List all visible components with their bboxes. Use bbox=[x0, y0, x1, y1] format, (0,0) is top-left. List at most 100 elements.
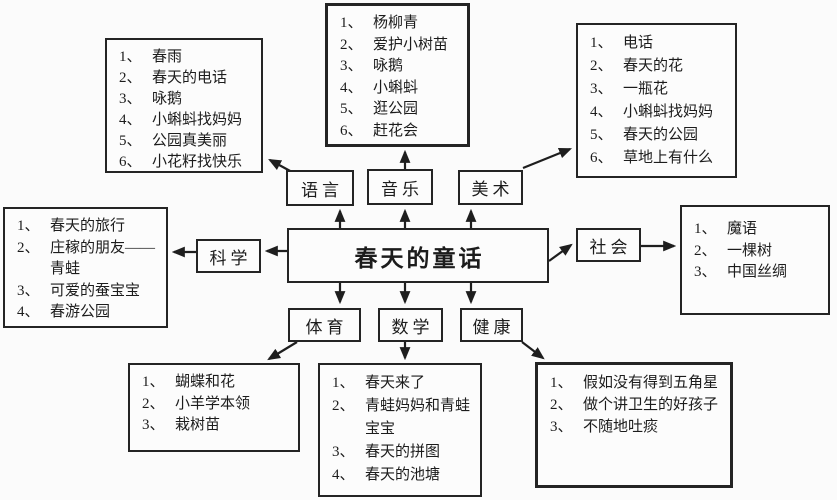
list-item: 3、可爱的蚕宝宝 bbox=[17, 281, 162, 303]
list-item-text: 春天的旅行 bbox=[50, 218, 126, 234]
list-item: 4、春天的池塘 bbox=[332, 464, 476, 487]
list-item: 3、咏鹅 bbox=[340, 56, 463, 78]
list-item-number: 3、 bbox=[550, 419, 573, 435]
arrow-center-to-society bbox=[548, 243, 573, 262]
list-item: 4、小蝌蚪找妈妈 bbox=[590, 101, 731, 124]
list-item: 2、春天的电话 bbox=[119, 68, 257, 89]
list-item-number: 2、 bbox=[332, 398, 355, 414]
list-item-text: 春天的电话 bbox=[152, 70, 228, 86]
list-item: 5、公园真美丽 bbox=[119, 131, 257, 152]
list-item-text: 不随地吐痰 bbox=[583, 419, 659, 435]
list-item-text: 草地上有什么 bbox=[623, 150, 714, 166]
list-item-text: 假如没有得到五角星 bbox=[583, 375, 719, 391]
list-item: 2、春天的花 bbox=[590, 55, 731, 78]
list-item-number: 6、 bbox=[119, 154, 142, 170]
list-item-number: 2、 bbox=[17, 239, 40, 256]
science-label: 科学 bbox=[196, 239, 261, 273]
list-item-number: 1、 bbox=[340, 15, 363, 31]
list-item-text: 春游公园 bbox=[50, 304, 111, 320]
list-item-text: 魔语 bbox=[727, 221, 758, 237]
list-item: 4、春游公园 bbox=[17, 302, 162, 324]
list-item: 4、小蝌蚪找妈妈 bbox=[119, 110, 257, 131]
arrow-art-to-list bbox=[522, 147, 573, 170]
list-item-text: 电话 bbox=[623, 35, 654, 51]
list-item-number: 3、 bbox=[590, 81, 613, 97]
list-item-number: 6、 bbox=[590, 150, 613, 166]
list-item-number: 5、 bbox=[590, 127, 613, 143]
list-item: 1、假如没有得到五角星 bbox=[550, 372, 726, 394]
list-item-text: 咏鹅 bbox=[373, 58, 404, 74]
list-item-text: 春天来了 bbox=[365, 375, 426, 391]
list-item-number: 4、 bbox=[119, 112, 142, 128]
list-item: 1、春天来了 bbox=[332, 372, 476, 395]
list-item-number: 2、 bbox=[142, 395, 165, 412]
list-item-number: 1、 bbox=[119, 49, 142, 65]
list-item: 2、一棵树 bbox=[694, 241, 824, 263]
arrow-health-to-list bbox=[521, 341, 545, 360]
list-item-number: 1、 bbox=[550, 375, 573, 391]
list-item-number: 3、 bbox=[340, 58, 363, 74]
list-item: 1、春雨 bbox=[119, 47, 257, 68]
list-item: 4、小蝌蚪 bbox=[340, 78, 463, 100]
list-item-text: 咏鹅 bbox=[152, 91, 183, 107]
list-item-text: 一棵树 bbox=[727, 242, 773, 259]
list-item-text: 一瓶花 bbox=[623, 81, 669, 97]
art-label: 美术 bbox=[458, 170, 523, 205]
health-label: 健康 bbox=[460, 308, 523, 342]
list-item: 3、栽树苗 bbox=[142, 415, 294, 437]
list-item-number: 2、 bbox=[590, 58, 613, 74]
list-item-text: 蝴蝶和花 bbox=[175, 374, 236, 390]
list-item-number: 3、 bbox=[694, 264, 717, 280]
list-item-number: 2、 bbox=[550, 397, 573, 413]
list-item: 1、电话 bbox=[590, 32, 731, 55]
list-item-text: 小蝌蚪找妈妈 bbox=[152, 112, 243, 128]
list-item-number: 4、 bbox=[332, 467, 355, 483]
list-item-text: 可爱的蚕宝宝 bbox=[50, 282, 141, 299]
list-item: 5、逛公园 bbox=[340, 99, 463, 121]
list-item-text: 春天的公园 bbox=[623, 127, 699, 143]
list-item-number: 2、 bbox=[119, 70, 142, 86]
list-item: 3、一瓶花 bbox=[590, 78, 731, 101]
list-item-text: 青蛙妈妈和青蛙宝宝 bbox=[365, 398, 471, 437]
list-item-number: 5、 bbox=[340, 101, 363, 117]
math-label: 数学 bbox=[378, 308, 443, 342]
list-item-number: 4、 bbox=[590, 104, 613, 120]
list-item-text: 小蝌蚪 bbox=[373, 79, 419, 96]
list-item: 5、春天的公园 bbox=[590, 124, 731, 147]
list-item: 3、春天的拼图 bbox=[332, 441, 476, 464]
list-item-number: 1、 bbox=[332, 375, 355, 391]
list-item-number: 3、 bbox=[119, 91, 142, 107]
list-item-text: 公园真美丽 bbox=[152, 133, 228, 149]
list-item: 3、中国丝绸 bbox=[694, 262, 824, 284]
pe-label: 体育 bbox=[288, 308, 361, 342]
list-item: 2、爱护小树苗 bbox=[340, 35, 463, 57]
list-item-text: 小花籽找快乐 bbox=[152, 154, 243, 170]
list-item: 6、小花籽找快乐 bbox=[119, 152, 257, 173]
list-item-number: 4、 bbox=[340, 79, 363, 96]
list-item: 1、杨柳青 bbox=[340, 13, 463, 35]
central-topic: 春天的童话 bbox=[287, 228, 549, 283]
list-item: 2、青蛙妈妈和青蛙宝宝 bbox=[332, 395, 476, 441]
list-item: 2、庄稼的朋友——青蛙 bbox=[17, 238, 162, 281]
list-item-text: 赶花会 bbox=[373, 122, 419, 139]
list-item-number: 3、 bbox=[142, 417, 165, 433]
list-item-text: 栽树苗 bbox=[175, 417, 221, 433]
list-item: 6、草地上有什么 bbox=[590, 147, 731, 170]
list-item: 1、魔语 bbox=[694, 219, 824, 241]
list-item-number: 1、 bbox=[694, 221, 717, 237]
list-item-text: 小羊学本领 bbox=[175, 395, 251, 412]
list-item: 2、小羊学本领 bbox=[142, 394, 294, 416]
list-item-text: 春天的池塘 bbox=[365, 467, 441, 483]
society-label: 社会 bbox=[576, 228, 641, 262]
list-item: 2、做个讲卫生的好孩子 bbox=[550, 394, 726, 416]
list-item-text: 逛公园 bbox=[373, 101, 419, 117]
list-item-number: 3、 bbox=[332, 444, 355, 460]
list-item: 3、不随地吐痰 bbox=[550, 416, 726, 438]
music-label: 音乐 bbox=[367, 169, 433, 205]
